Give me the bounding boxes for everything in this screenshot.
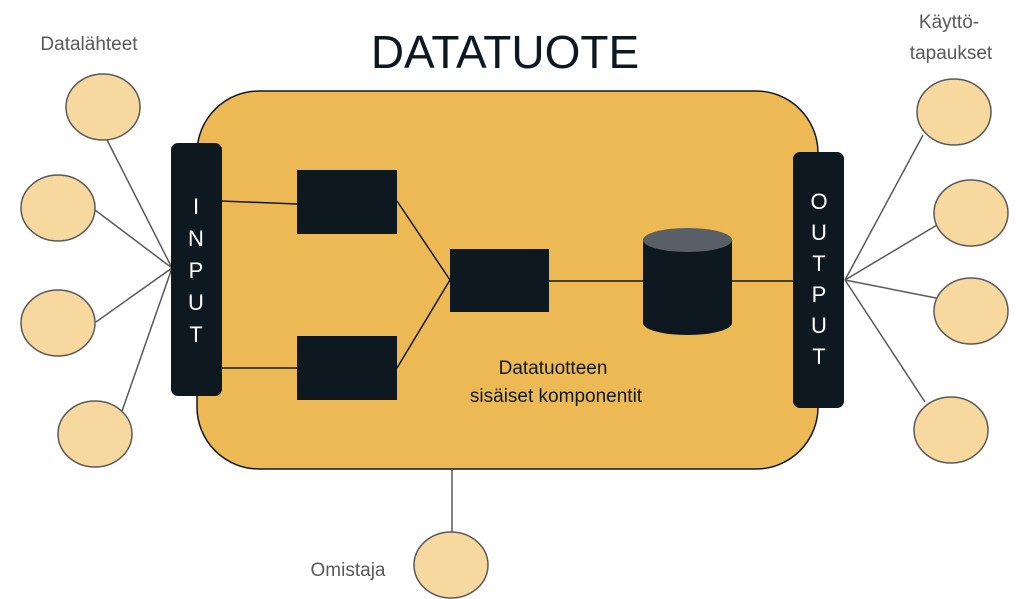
internal-connectors bbox=[220, 200, 793, 369]
component-box-top bbox=[297, 170, 397, 234]
use-case-connectors bbox=[844, 134, 938, 403]
diagram-title: DATATUOTE bbox=[371, 26, 639, 78]
output-letter-2: U bbox=[811, 220, 827, 245]
inner-components-label-line2: sisäiset komponentit bbox=[470, 386, 643, 407]
source-node-4 bbox=[57, 400, 133, 468]
inner-components-label-line1: Datatuotteen bbox=[499, 358, 608, 379]
source-connectors bbox=[94, 131, 173, 415]
input-letter-1: I bbox=[193, 194, 199, 219]
output-letter-6: T bbox=[812, 344, 825, 369]
input-letter-3: P bbox=[189, 258, 204, 283]
output-bar bbox=[793, 152, 844, 408]
use-case-node-4 bbox=[913, 396, 989, 464]
component-box-middle bbox=[450, 249, 549, 312]
input-letter-2: N bbox=[188, 226, 204, 251]
input-letter-5: T bbox=[189, 322, 202, 347]
output-letter-3: T bbox=[812, 251, 825, 276]
sources-label: Datalähteet bbox=[40, 34, 138, 55]
owner-label: Omistaja bbox=[311, 560, 386, 581]
use-cases-label-line1: Käyttö- bbox=[919, 12, 979, 33]
output-letter-1: O bbox=[810, 189, 827, 214]
source-node-3 bbox=[20, 289, 96, 357]
input-letter-4: U bbox=[188, 290, 204, 315]
database-icon bbox=[643, 228, 732, 335]
source-node-1 bbox=[65, 73, 141, 141]
output-letter-4: P bbox=[812, 282, 827, 307]
source-node-2 bbox=[20, 174, 96, 242]
component-box-bottom bbox=[297, 336, 397, 400]
output-letter-5: U bbox=[811, 313, 827, 338]
use-case-node-3 bbox=[933, 277, 1009, 345]
use-case-node-1 bbox=[916, 78, 992, 146]
use-case-node-2 bbox=[933, 179, 1009, 247]
owner-node bbox=[413, 531, 489, 599]
input-bar bbox=[171, 143, 222, 396]
use-cases-label-line2: tapaukset bbox=[910, 43, 993, 64]
